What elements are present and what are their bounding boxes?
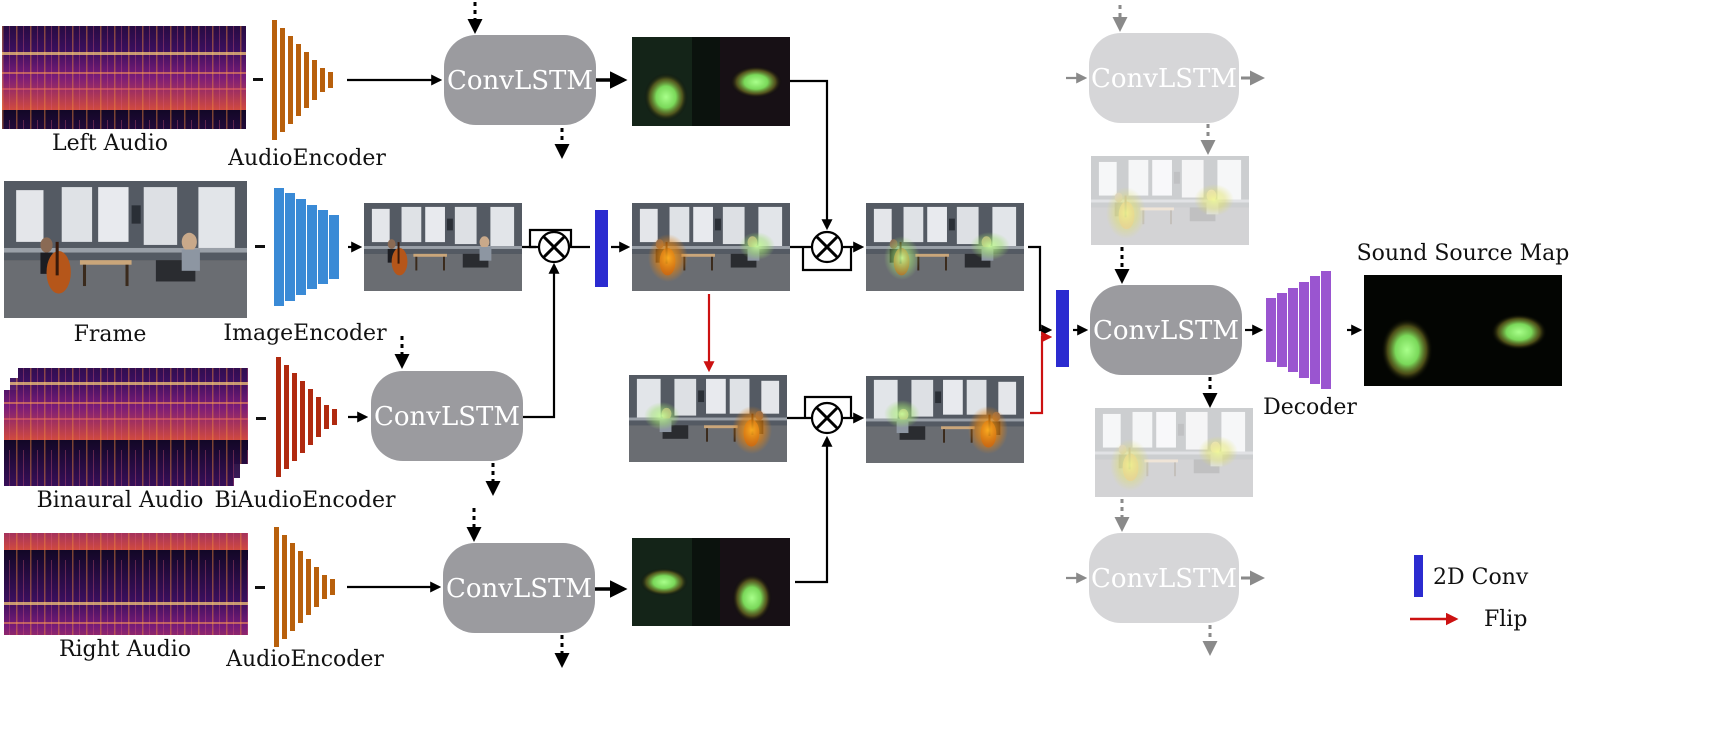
left-audio-label: Left Audio [52,131,168,156]
audio-encoder-top-layer [296,44,301,116]
image-encoder [274,188,339,306]
flipped-frame [629,375,787,462]
audio-encoder-top-layer [328,72,333,88]
bi-audio-encoder-layer [324,405,329,429]
dashed-recurrent-arrows [394,2,1218,668]
faded-map-upper-glow-1 [1106,187,1146,239]
convlstm-bottom: ConvLSTM [443,543,595,633]
decoder-layer [1321,271,1331,389]
bi-audio-encoder-layer [284,365,289,469]
audio-encoder-bottom-layer [330,579,335,595]
faded-map-lower-glow-1 [1110,439,1150,491]
decoder-layer [1277,293,1287,367]
bi-audio-encoder-layer [300,381,305,453]
svg-text:ConvLSTM: ConvLSTM [374,402,520,432]
image-encoder-layer [285,193,295,301]
faded-arrows [1066,5,1265,656]
svg-text:ConvLSTM: ConvLSTM [1091,64,1237,94]
audio-encoder-bottom-layer [282,535,287,639]
decoder-layer [1299,282,1309,378]
connectors [347,71,1363,598]
faded-map-upper-glow-2 [1194,184,1234,216]
audio-encoder-top-layer [280,28,285,132]
heatmap-left [632,37,790,126]
convlstm-right-bottom: ConvLSTM [1089,533,1239,623]
attended-frame [632,203,790,291]
conv2d-block-right [1056,290,1069,367]
svg-text:ConvLSTM: ConvLSTM [1091,564,1237,594]
decoder-layer [1266,298,1276,362]
audio-encoder-bottom-layer [290,543,295,631]
legend-conv2d-label: 2D Conv [1433,565,1529,590]
audio-encoder-bottom-layer [274,527,279,647]
audio-encoder-bottom-layer [322,575,327,599]
bi-audio-encoder-layer [292,373,297,461]
bi-audio-encoder-layer [332,409,337,425]
right-audio-spectrogram [4,533,248,635]
audio-encoder-bottom [274,527,335,647]
legend-conv2d-swatch [1414,555,1423,597]
image-encoder-label: ImageEncoder [223,321,387,346]
audio-encoder-top [272,20,333,140]
bi-audio-encoder-layer [308,389,313,445]
sound-source-map [1364,275,1562,386]
image-encoder-layer [318,210,328,284]
faded-map-lower-glow-2 [1198,436,1238,468]
image-feature-map [364,203,522,291]
svg-text:ConvLSTM: ConvLSTM [446,574,592,604]
frame-label: Frame [74,322,147,347]
svg-text:ConvLSTM: ConvLSTM [1093,316,1239,346]
legend-flip-label: Flip [1484,607,1527,632]
image-encoder-layer [274,188,284,306]
audio-encoder-top-layer [288,36,293,124]
frame-image [4,181,247,318]
image-encoder-layer [296,199,306,295]
bi-audio-encoder [276,357,337,477]
svg-text:ConvLSTM: ConvLSTM [447,66,593,96]
image-encoder-layer [329,215,339,279]
audio-encoder-top-layer [304,52,309,108]
image-encoder-layer [307,205,317,289]
bi-audio-encoder-label: BiAudioEncoder [214,488,396,513]
conv2d-block-middle [595,210,608,287]
audio-encoder-bottom-layer [314,567,319,607]
right-audio-label: Right Audio [59,637,191,662]
audio-encoder-bottom-label: AudioEncoder [225,647,384,672]
sound-source-map-label: Sound Source Map [1357,241,1570,266]
flip-arrows [703,294,1053,415]
convlstm-right-top: ConvLSTM [1089,33,1239,123]
audio-encoder-bottom-layer [298,551,303,623]
binaural-audio-spectrograms [4,368,248,486]
left-audio-spectrogram [2,26,246,129]
convlstm-binaural: ConvLSTM [371,371,523,461]
bi-audio-encoder-layer [276,357,281,477]
audio-encoder-top-layer [272,20,277,140]
input-dashes [253,78,266,589]
heatmap-right [632,538,790,626]
legend: 2D Conv Flip [1410,555,1529,632]
audio-encoder-top-layer [320,68,325,92]
bi-audio-encoder-layer [316,397,321,437]
audio-encoder-top-label: AudioEncoder [227,146,386,171]
multiply-node-3 [803,395,853,435]
audio-encoder-top-layer [312,60,317,100]
convlstm-right-mid: ConvLSTM [1090,285,1242,375]
fused-frame-top [866,203,1024,291]
audio-encoder-bottom-layer [306,559,311,615]
decoder-layer [1310,276,1320,384]
decoder-layer [1288,288,1298,372]
multiply-node-2 [801,230,853,272]
convlstm-top: ConvLSTM [444,35,596,125]
binaural-audio-label: Binaural Audio [37,488,204,513]
fused-frame-bottom [866,376,1024,463]
decoder-label: Decoder [1263,395,1357,420]
decoder [1266,271,1331,389]
